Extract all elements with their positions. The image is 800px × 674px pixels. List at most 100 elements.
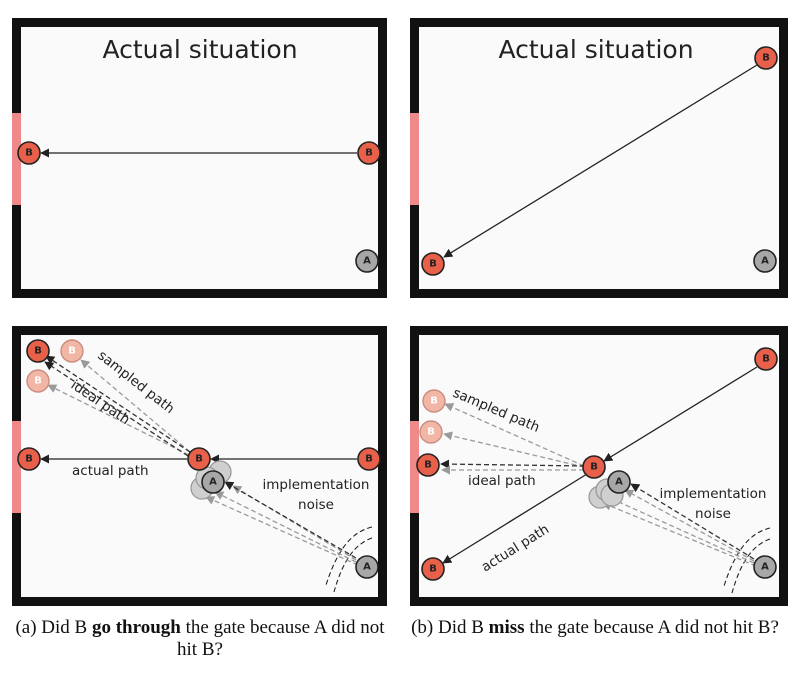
ball-b-start: B	[357, 141, 381, 165]
ball-b-sample: B	[26, 369, 50, 393]
actual-path-arrow	[603, 366, 758, 462]
gate	[410, 113, 419, 205]
caption-b-bold: miss	[488, 617, 525, 638]
dashed-path	[630, 483, 755, 560]
ball-a-collision: A	[607, 470, 631, 494]
ball-b-sample: B	[419, 420, 443, 444]
svg-text:B: B	[590, 462, 598, 473]
ball-a-start: A	[753, 555, 777, 579]
svg-text:B: B	[365, 454, 373, 465]
wall-left-bottom	[12, 513, 21, 606]
noise-label: noise	[298, 497, 334, 513]
gate	[12, 421, 21, 513]
caption-a-suffix: the gate because A did not hit B?	[177, 617, 385, 660]
ideal-path	[440, 459, 586, 469]
caption-a-prefix: (a) Did B	[15, 617, 92, 638]
ideal-path	[45, 355, 191, 453]
ball-a: A	[753, 249, 777, 273]
dashed-path	[609, 497, 755, 564]
ball-b-start: B	[357, 447, 381, 471]
svg-text:A: A	[363, 562, 371, 573]
ball-a-collision: A	[201, 470, 225, 494]
wall-left-top	[12, 326, 21, 421]
ball-b-end: B	[17, 141, 41, 165]
panel-title: Actual situation	[498, 35, 693, 64]
ball-b-end: B	[421, 557, 445, 581]
svg-text:B: B	[429, 564, 437, 575]
ball-b-collision: B	[582, 455, 606, 479]
implementation-label: implementation	[660, 486, 767, 502]
caption-a-bold: go through	[91, 617, 181, 638]
wall-bottom	[12, 289, 387, 298]
wall-right	[779, 326, 788, 606]
dashed-path	[602, 501, 757, 567]
svg-text:A: A	[761, 562, 769, 573]
figure: Actual situation B B A Actual situation …	[12, 18, 788, 606]
wall-bottom	[410, 289, 788, 298]
wall-top	[12, 326, 387, 335]
svg-text:A: A	[209, 477, 217, 488]
ball-b-start: B	[754, 46, 778, 70]
dashed-path	[624, 489, 755, 562]
svg-text:B: B	[762, 354, 770, 365]
sampled-path	[47, 384, 190, 456]
gate	[410, 421, 419, 513]
panel-bottom-left: B B B B B A B A	[12, 326, 387, 606]
wall-right	[779, 18, 788, 298]
caption-a: (a) Did B go through the gate because A …	[5, 617, 395, 661]
dashed-path	[205, 496, 359, 566]
sampled-path	[444, 403, 585, 467]
svg-text:B: B	[365, 148, 373, 159]
wall-top	[410, 18, 788, 27]
ball-b-sample: B	[422, 389, 446, 413]
wall-bottom	[410, 597, 788, 606]
dashed-path	[214, 491, 357, 563]
noise-curve	[333, 537, 373, 593]
wall-bottom	[12, 597, 387, 606]
ball-a: A	[355, 249, 379, 273]
actual-path-label: actual path	[72, 463, 149, 479]
caption-b-prefix: (b) Did B	[411, 617, 489, 638]
wall-left-bottom	[12, 205, 21, 298]
panel-top-left: Actual situation B B A	[12, 18, 387, 298]
ideal-path-label: ideal path	[468, 473, 536, 489]
svg-text:B: B	[34, 346, 42, 357]
implementation-label: implementation	[263, 477, 370, 493]
svg-text:B: B	[430, 396, 438, 407]
ball-b-ideal: B	[416, 453, 440, 477]
svg-text:A: A	[761, 256, 769, 267]
panel-top-right: Actual situation B B A	[410, 18, 788, 298]
panel-title: Actual situation	[102, 35, 297, 64]
wall-top	[410, 326, 788, 335]
noise-curve	[325, 526, 373, 586]
svg-text:B: B	[68, 346, 76, 357]
noise-label: noise	[695, 506, 731, 522]
svg-text:B: B	[25, 454, 33, 465]
wall-left-bottom	[410, 513, 419, 606]
ball-b-sample: B	[60, 339, 84, 363]
svg-text:B: B	[427, 427, 435, 438]
svg-text:B: B	[762, 53, 770, 64]
svg-text:A: A	[615, 477, 623, 488]
wall-left-top	[410, 18, 419, 113]
svg-text:B: B	[34, 376, 42, 387]
panel-bottom-right: B B B B B A B A	[410, 326, 788, 606]
wall-top	[12, 18, 387, 27]
gate	[12, 113, 21, 205]
wall-left-bottom	[410, 205, 419, 298]
actual-path-arrow	[443, 64, 758, 258]
wall-right	[378, 326, 387, 606]
ball-b-end: B	[17, 447, 41, 471]
svg-text:B: B	[424, 460, 432, 471]
wall-right	[378, 18, 387, 298]
noise-curve	[723, 527, 771, 587]
ball-a-start: A	[355, 555, 379, 579]
wall-left-top	[410, 326, 419, 421]
caption-b: (b) Did B miss the gate because A did no…	[400, 617, 790, 639]
ball-b-end: B	[421, 252, 445, 276]
actual-path-arrow	[442, 473, 588, 564]
noise-curve	[731, 538, 771, 594]
ball-b-collision: B	[187, 447, 211, 471]
ball-b-ideal: B	[26, 339, 50, 363]
svg-text:B: B	[429, 259, 437, 270]
